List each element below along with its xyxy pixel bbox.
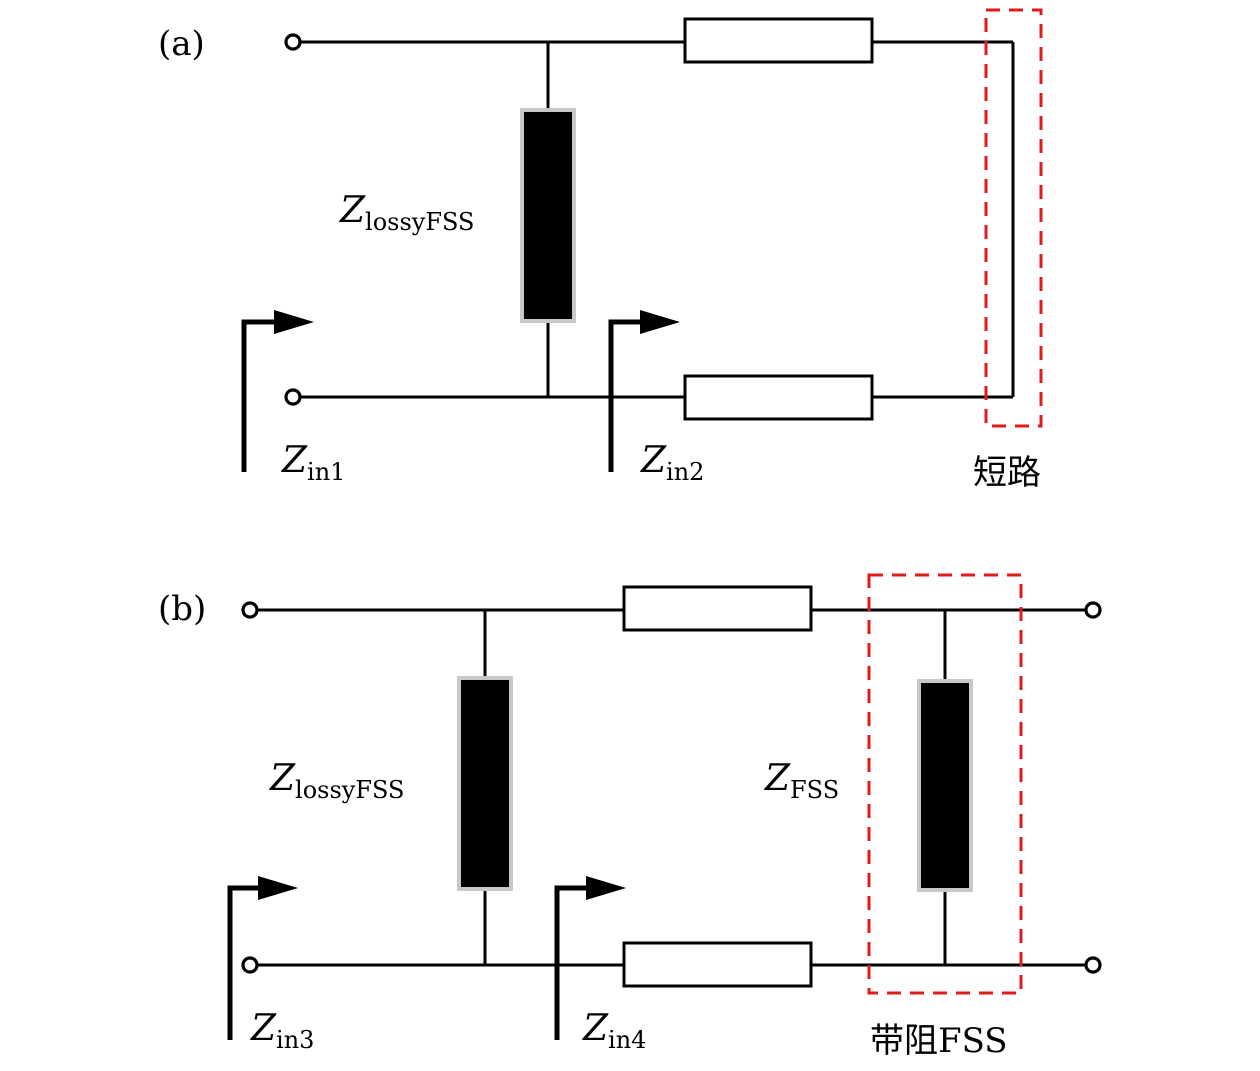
panel-b-port-arrow-3 [227, 885, 264, 1040]
panel-b-lossy-fss-label: ZlossyFSS [269, 758, 404, 804]
panel-a-lossy-fss-label: ZlossyFSS [339, 190, 474, 236]
panel-a-port-arrowhead-2 [640, 310, 680, 334]
panel-a-tag: (a) [158, 24, 205, 64]
panel-b-tag: (b) [158, 589, 206, 629]
panel-a-top-line-element [683, 17, 874, 64]
panel-b-bottom-line-element [622, 941, 813, 988]
panel-b-zin3-label: Zin3 [250, 1008, 314, 1054]
panel-a-port-arrowhead-1 [274, 310, 314, 334]
panel-b-bandstop-fss-block [917, 679, 973, 892]
panel-a-short-label: 短路 [973, 453, 1041, 493]
panel-a-bottom-line-element [683, 374, 874, 421]
panel-a-zin1-label: Zin1 [281, 440, 345, 486]
panel-b-bandstop-highlight-box [867, 573, 1023, 995]
panel-b-port-arrow-4 [554, 885, 592, 1040]
panel-b: (b) ZlossyFSS ZFSS Zin3 Zin4 [158, 573, 1102, 1061]
panel-b-bandstop-label: 带阻FSS [870, 1021, 1008, 1061]
panel-a-short-highlight-box [984, 8, 1043, 428]
panel-b-terminal-left-top [241, 601, 259, 619]
panel-a-terminal-bottom [284, 388, 302, 406]
panel-b-fss-label: ZFSS [764, 758, 839, 804]
panel-b-terminal-left-bottom [241, 956, 259, 974]
panel-b-terminal-right-top [1084, 601, 1102, 619]
panel-a-lossy-fss-block [520, 108, 576, 323]
panel-b-terminal-right-bottom [1084, 956, 1102, 974]
panel-b-top-line-element [622, 585, 813, 632]
panel-b-zin4-label: Zin4 [582, 1008, 646, 1054]
panel-b-port-arrowhead-4 [586, 876, 626, 900]
panel-a-port-arrow-1 [241, 319, 280, 472]
panel-a-port-arrow-2 [608, 319, 646, 472]
panel-a-zin2-label: Zin2 [640, 440, 704, 486]
panel-a-terminal-top [284, 33, 302, 51]
panel-a: (a) ZlossyFSS Zin1 Zin2 短路 [158, 8, 1043, 493]
panel-b-port-arrowhead-3 [258, 876, 298, 900]
panel-b-lossy-fss-block [457, 676, 513, 891]
